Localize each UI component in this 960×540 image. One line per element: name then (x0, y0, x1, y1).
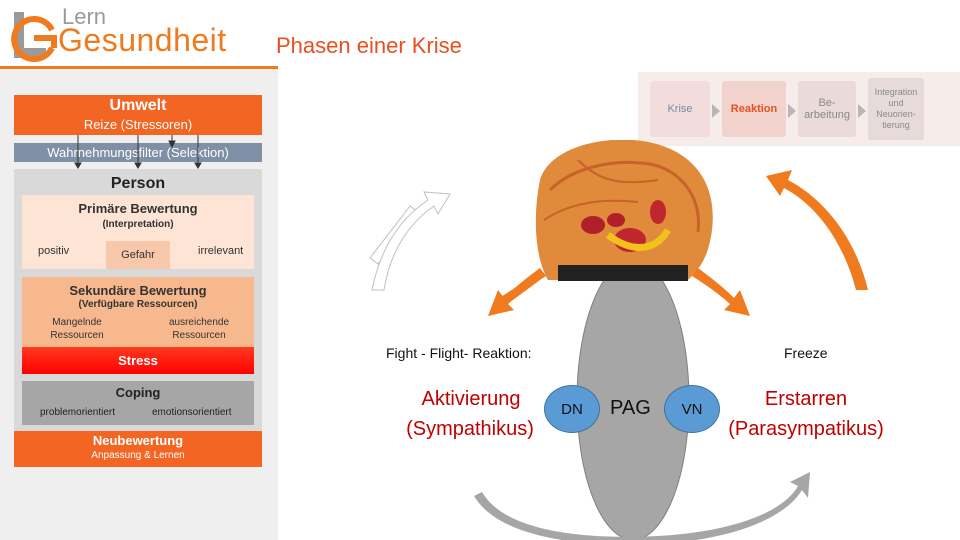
umwelt-title: Umwelt (109, 97, 167, 114)
phase-integration: Integration und Neuorien- tierung (868, 78, 924, 140)
phase-arrow-3 (858, 104, 866, 118)
vn-node: VN (664, 385, 720, 433)
brain-and-arrows-graphic (369, 140, 868, 540)
logo-text-gesundheit: Gesundheit (58, 22, 227, 58)
logo-text-lern: Lern (62, 4, 107, 29)
coping-title: Coping (115, 385, 161, 400)
arrow-fight-flight-shaft (488, 268, 546, 316)
phase-integration-l2: und (888, 98, 904, 108)
phase-arrow-2 (788, 104, 796, 118)
arrow-freeze-shaft (692, 268, 750, 316)
arrow-left-curve-back (371, 191, 451, 291)
freezing-l2: (Parasympatikus) (728, 418, 884, 440)
filter-arrows (74, 135, 202, 169)
page-title: Phasen einer Krise (276, 33, 462, 58)
gefahr-box: Gefahr (106, 241, 170, 269)
dn-node: DN (544, 385, 600, 433)
lern-gesundheit-logo-mark (11, 12, 57, 62)
phase-integration-l1: Integration (874, 87, 918, 97)
stress-label: Stress (118, 353, 158, 368)
secondary-lacking-l1: Mangelnde (52, 317, 102, 328)
neubewertung-box: Neubewertung Anpassung & Lernen (14, 431, 262, 467)
umwelt-box: Umwelt Reize (Stressoren) (14, 95, 262, 135)
phase-krise-label: Krise (667, 103, 693, 115)
primary-positiv: positiv (38, 245, 70, 257)
stress-model-panel: Umwelt Reize (Stressoren) Wahrnehmungsfi… (0, 69, 278, 540)
freezing-l1: Erstarren (764, 388, 848, 410)
pag-label: PAG (610, 397, 651, 419)
crisis-phase-bar: Krise Reaktion Be- arbeitung Integration… (638, 72, 960, 146)
secondary-evaluation-title: Sekundäre Bewertung (69, 283, 207, 298)
primary-evaluation-box: Primäre Bewertung (Interpretation) posit… (22, 195, 254, 269)
stress-box: Stress (22, 347, 254, 374)
secondary-evaluation-box: Sekundäre Bewertung (Verfügbare Ressourc… (22, 277, 254, 347)
phase-krise: Krise (650, 81, 710, 137)
secondary-evaluation-subtitle: (Verfügbare Ressourcen) (78, 299, 198, 310)
phase-integration-l3: Neuorien- (876, 109, 916, 119)
neubewertung-subtitle: Anpassung & Lernen (91, 450, 185, 461)
phase-reaktion: Reaktion (722, 81, 786, 137)
activation-l2: (Sympathikus) (406, 418, 534, 440)
primary-gefahr: Gefahr (121, 249, 155, 261)
phase-reaktion-label: Reaktion (730, 103, 778, 115)
phase-bearbeitung: Be- arbeitung (798, 81, 856, 137)
person-title: Person (110, 175, 166, 192)
arrow-right-curve (766, 170, 868, 290)
coping-box: Coping problemorientiert emotionsorienti… (22, 381, 254, 425)
activation-l1: Aktivierung (421, 388, 521, 410)
phase-arrow-1 (712, 104, 720, 118)
primary-evaluation-title: Primäre Bewertung (78, 201, 198, 216)
phase-bearbeitung-l1: Be- (818, 97, 836, 109)
umwelt-subtitle: Reize (Stressoren) (83, 117, 193, 132)
coping-problem: problemorientiert (40, 407, 116, 418)
freeze-label: Freeze (784, 345, 828, 361)
brain-icon (535, 140, 713, 281)
logo-underline (0, 66, 278, 69)
phase-bearbeitung-l2: arbeitung (804, 109, 850, 121)
secondary-sufficient-l1: ausreichende (168, 317, 230, 328)
primary-irrelevant: irrelevant (198, 245, 244, 257)
secondary-sufficient-l2: Ressourcen (172, 330, 226, 341)
fight-flight-label: Fight - Flight- Reaktion: (386, 345, 532, 361)
coping-emotion: emotionsorientiert (152, 407, 232, 418)
primary-evaluation-subtitle: (Interpretation) (102, 219, 174, 230)
secondary-lacking-l2: Ressourcen (50, 330, 104, 341)
neubewertung-title: Neubewertung (92, 433, 184, 448)
phase-integration-l4: tierung (882, 120, 910, 130)
